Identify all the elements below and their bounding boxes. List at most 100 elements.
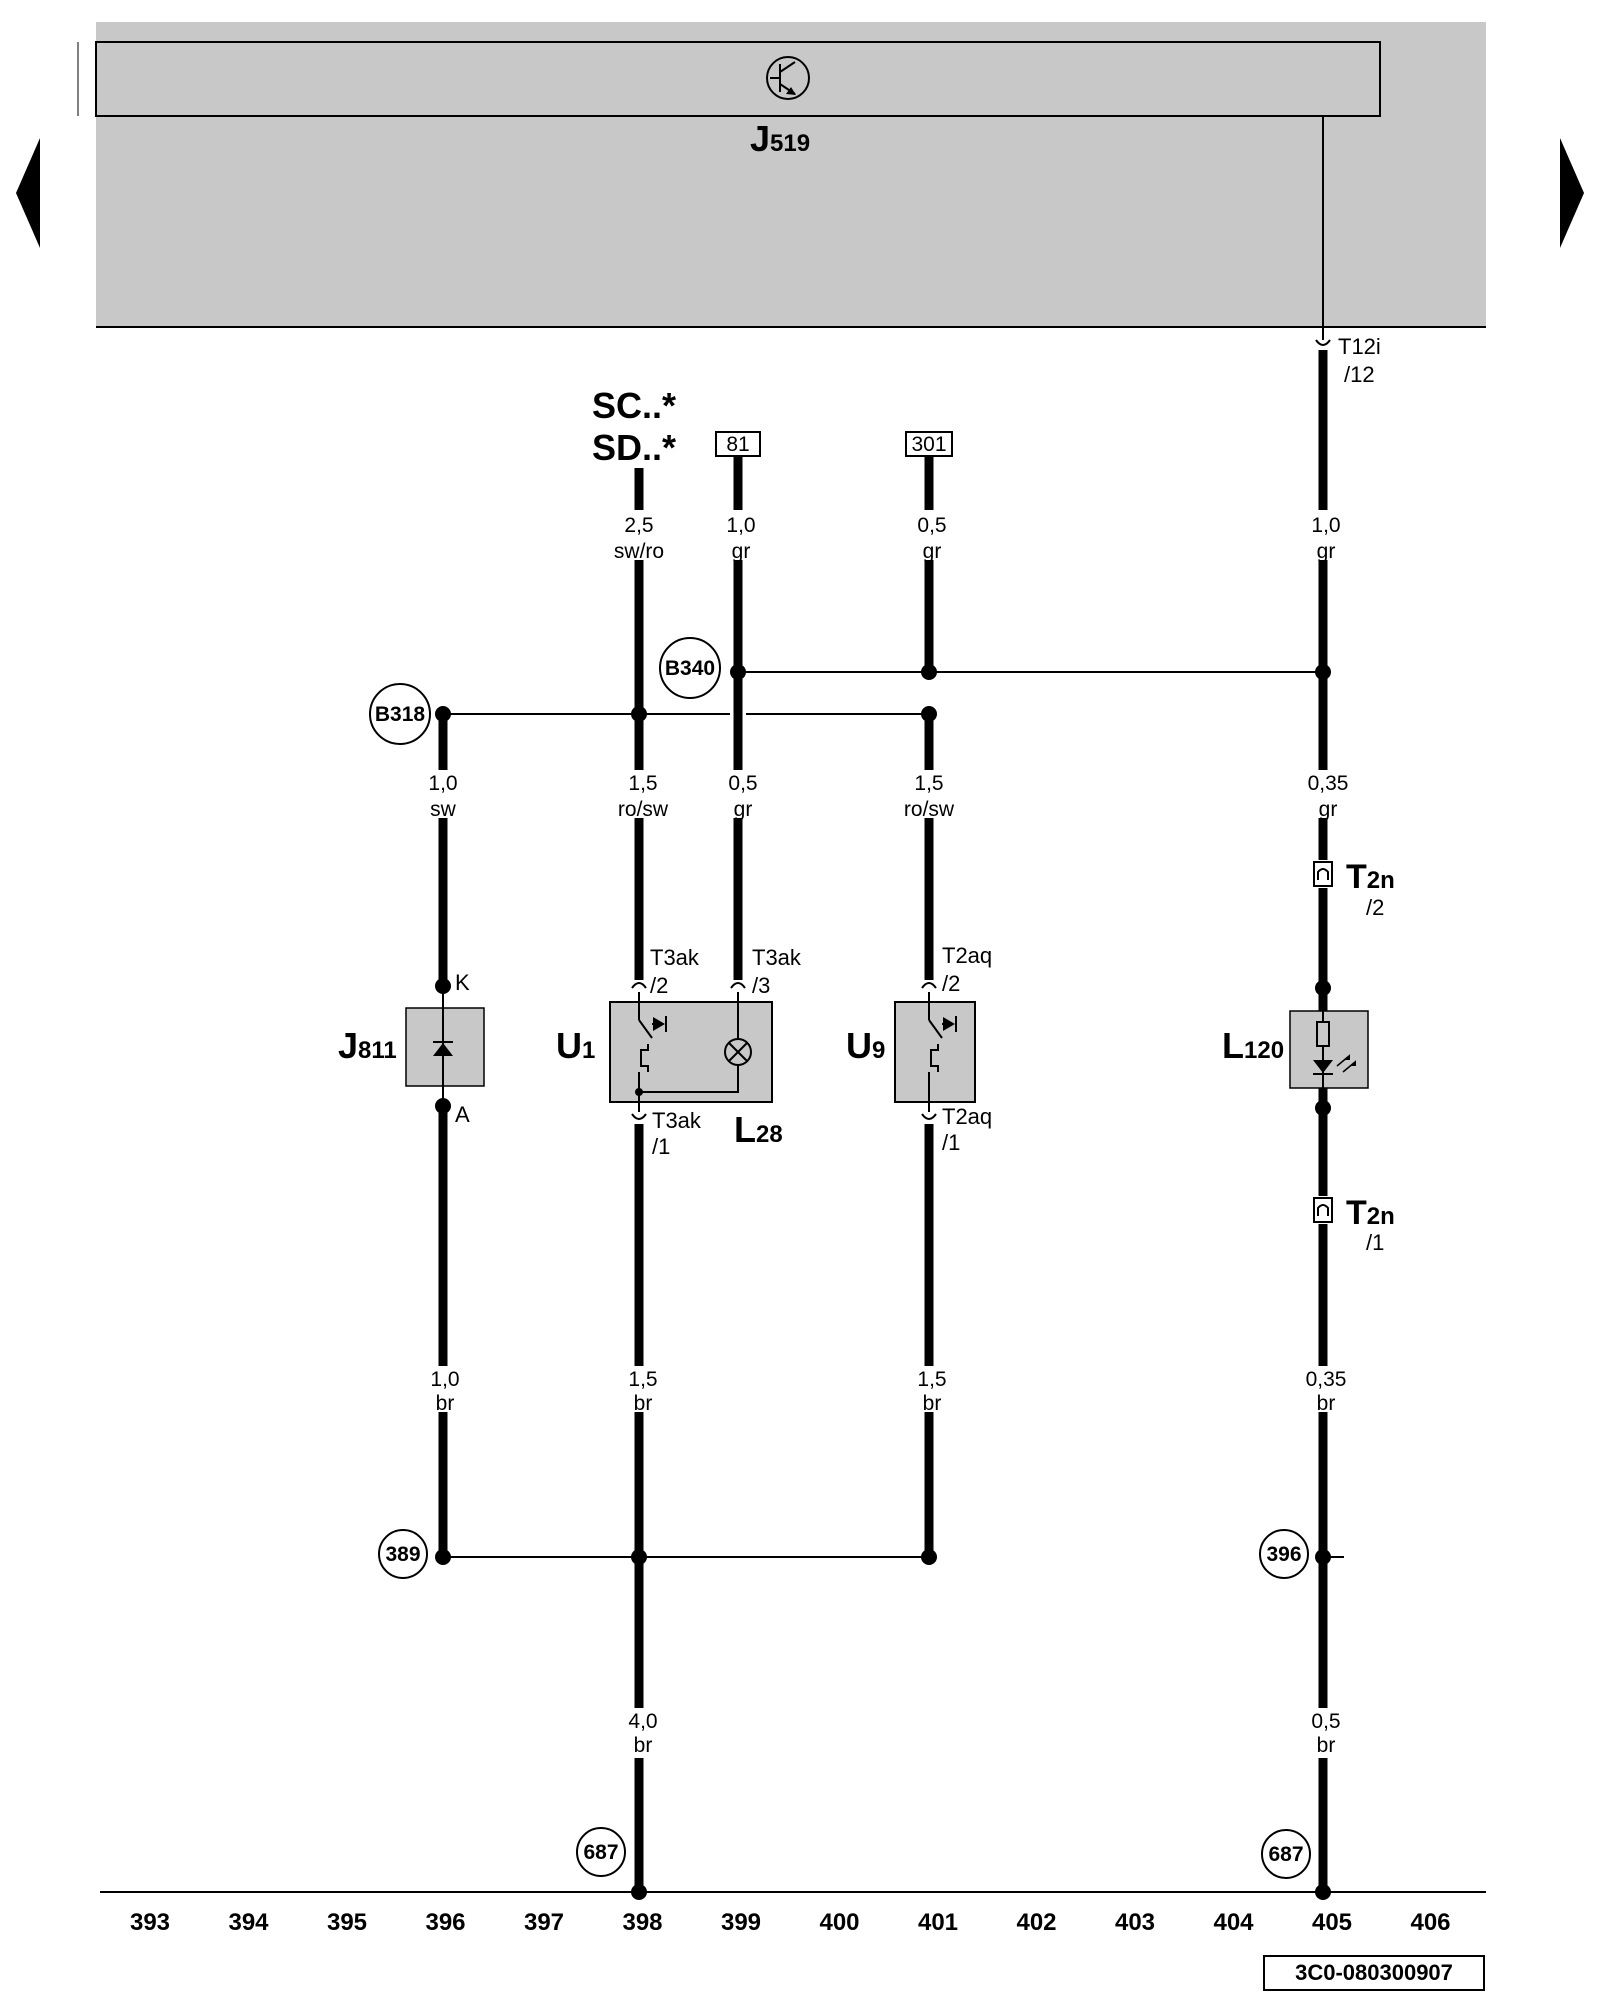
ground-389: 389	[378, 1529, 428, 1579]
terminal-dot	[435, 978, 451, 994]
junction-dot	[921, 1549, 937, 1565]
box-301-label: 301	[911, 433, 946, 456]
svg-text:0,5: 0,5	[917, 514, 946, 537]
svg-text:br: br	[436, 1392, 455, 1415]
pin-t2aq-1-num: /1	[942, 1130, 960, 1155]
svg-text:2,5: 2,5	[624, 514, 653, 537]
wire-label: 1,0br	[430, 1368, 459, 1415]
svg-text:0,35: 0,35	[1306, 1368, 1347, 1391]
svg-text:sw/ro: sw/ro	[614, 540, 664, 563]
column-number: 406	[1410, 1909, 1450, 1936]
svg-text:B340: B340	[665, 657, 715, 680]
led-icon	[1313, 1054, 1356, 1075]
pin-t3ak-3-num: /3	[752, 973, 770, 998]
wire-label: 1,5br	[628, 1368, 657, 1415]
svg-text:br: br	[634, 1392, 653, 1415]
connector-icon	[631, 982, 647, 989]
wire-label: 4,0br	[628, 1710, 657, 1757]
connector-t2n-top-label: T2n	[1346, 858, 1395, 896]
junction-b340: B340	[659, 637, 721, 699]
pin-t12i: T12i	[1338, 334, 1381, 359]
junction-dot	[1315, 664, 1331, 680]
column-number: 393	[130, 1909, 170, 1936]
junction-dot	[730, 664, 746, 680]
column-number: 400	[819, 1909, 859, 1936]
svg-text:687: 687	[1268, 1843, 1303, 1866]
svg-text:br: br	[634, 1734, 653, 1757]
svg-text:0,35: 0,35	[1308, 772, 1349, 795]
column-number: 405	[1312, 1909, 1352, 1936]
connector-icon	[1315, 339, 1331, 346]
bulb-l28-label: L28	[734, 1109, 783, 1150]
svg-text:ro/sw: ro/sw	[618, 798, 669, 821]
pin-t2aq-1: T2aq	[942, 1104, 992, 1129]
wire-label: 0,5gr	[917, 514, 946, 563]
reference-box	[1263, 1955, 1485, 1991]
pin-t3ak-3: T3ak	[752, 945, 802, 970]
control-unit-label: J519	[750, 118, 810, 159]
junction-dot	[435, 1549, 451, 1565]
column-number: 399	[721, 1909, 761, 1936]
bulb-icon	[635, 992, 752, 1096]
svg-text:1,0: 1,0	[428, 772, 457, 795]
wire-label: 0,5br	[1311, 1710, 1340, 1757]
pin-t2aq-2-num: /2	[942, 971, 960, 996]
svg-text:1,0: 1,0	[726, 514, 755, 537]
pin-t2aq-2: T2aq	[942, 943, 992, 968]
pin-t3ak-1-num: /1	[652, 1134, 670, 1159]
svg-text:gr: gr	[1317, 540, 1336, 563]
column-number: 401	[918, 1909, 958, 1936]
pin-t3ak-2: T3ak	[650, 945, 700, 970]
svg-text:gr: gr	[734, 798, 753, 821]
wire-label: 1,0sw	[428, 772, 457, 821]
connector-t2n-bottom-label: T2n	[1346, 1194, 1395, 1232]
pin-a: A	[455, 1102, 470, 1127]
svg-text:396: 396	[1266, 1543, 1301, 1566]
svg-text:br: br	[1317, 1734, 1336, 1757]
svg-text:389: 389	[385, 1543, 420, 1566]
transistor-icon	[766, 56, 810, 100]
wire-label: 1,5 ro/sw	[618, 772, 669, 821]
triangle-right-icon[interactable]	[1560, 138, 1584, 248]
junction-dot	[631, 706, 647, 722]
svg-text:ro/sw: ro/sw	[904, 798, 955, 821]
connector-t2n-top-icon	[1313, 861, 1333, 887]
box-81-label: 81	[726, 433, 749, 456]
socket-u9	[894, 1001, 976, 1103]
source-sd: SD..*	[592, 427, 676, 468]
switch-icon	[928, 992, 957, 1112]
wire-label: 1,0 gr	[726, 514, 755, 563]
box-301	[905, 431, 953, 457]
svg-text:1,5: 1,5	[917, 1368, 946, 1391]
svg-text:B318: B318	[375, 703, 426, 726]
svg-text:4,0: 4,0	[628, 1710, 657, 1733]
svg-text:1,5: 1,5	[628, 772, 657, 795]
svg-text:0,5: 0,5	[728, 772, 757, 795]
triangle-left-icon[interactable]	[16, 138, 40, 248]
junction-b318: B318	[369, 683, 431, 745]
control-unit-housing	[96, 22, 1486, 327]
ground-687-left: 687	[576, 1827, 626, 1877]
column-number: 402	[1016, 1909, 1056, 1936]
connector-icon	[631, 1113, 647, 1120]
column-number: 394	[228, 1909, 269, 1936]
connector-icon	[921, 1113, 937, 1120]
svg-text:1,5: 1,5	[628, 1368, 657, 1391]
reference-number: 3C0-080300907	[1295, 1960, 1453, 1985]
connector-t2n-top-num: /2	[1366, 895, 1384, 920]
wire-label: 1,5br	[917, 1368, 946, 1415]
column-number: 396	[425, 1909, 465, 1936]
svg-text:1,0: 1,0	[430, 1368, 459, 1391]
svg-text:gr: gr	[732, 540, 751, 563]
column-number: 397	[524, 1909, 564, 1936]
connector-icon	[921, 982, 937, 989]
box-81	[715, 431, 761, 457]
source-sc: SC..*	[592, 385, 676, 426]
control-unit-inner-box	[95, 41, 1381, 117]
junction-dot	[1315, 1884, 1331, 1900]
socket-u1-label: U1	[556, 1025, 595, 1066]
terminal-dot	[1315, 1100, 1331, 1116]
